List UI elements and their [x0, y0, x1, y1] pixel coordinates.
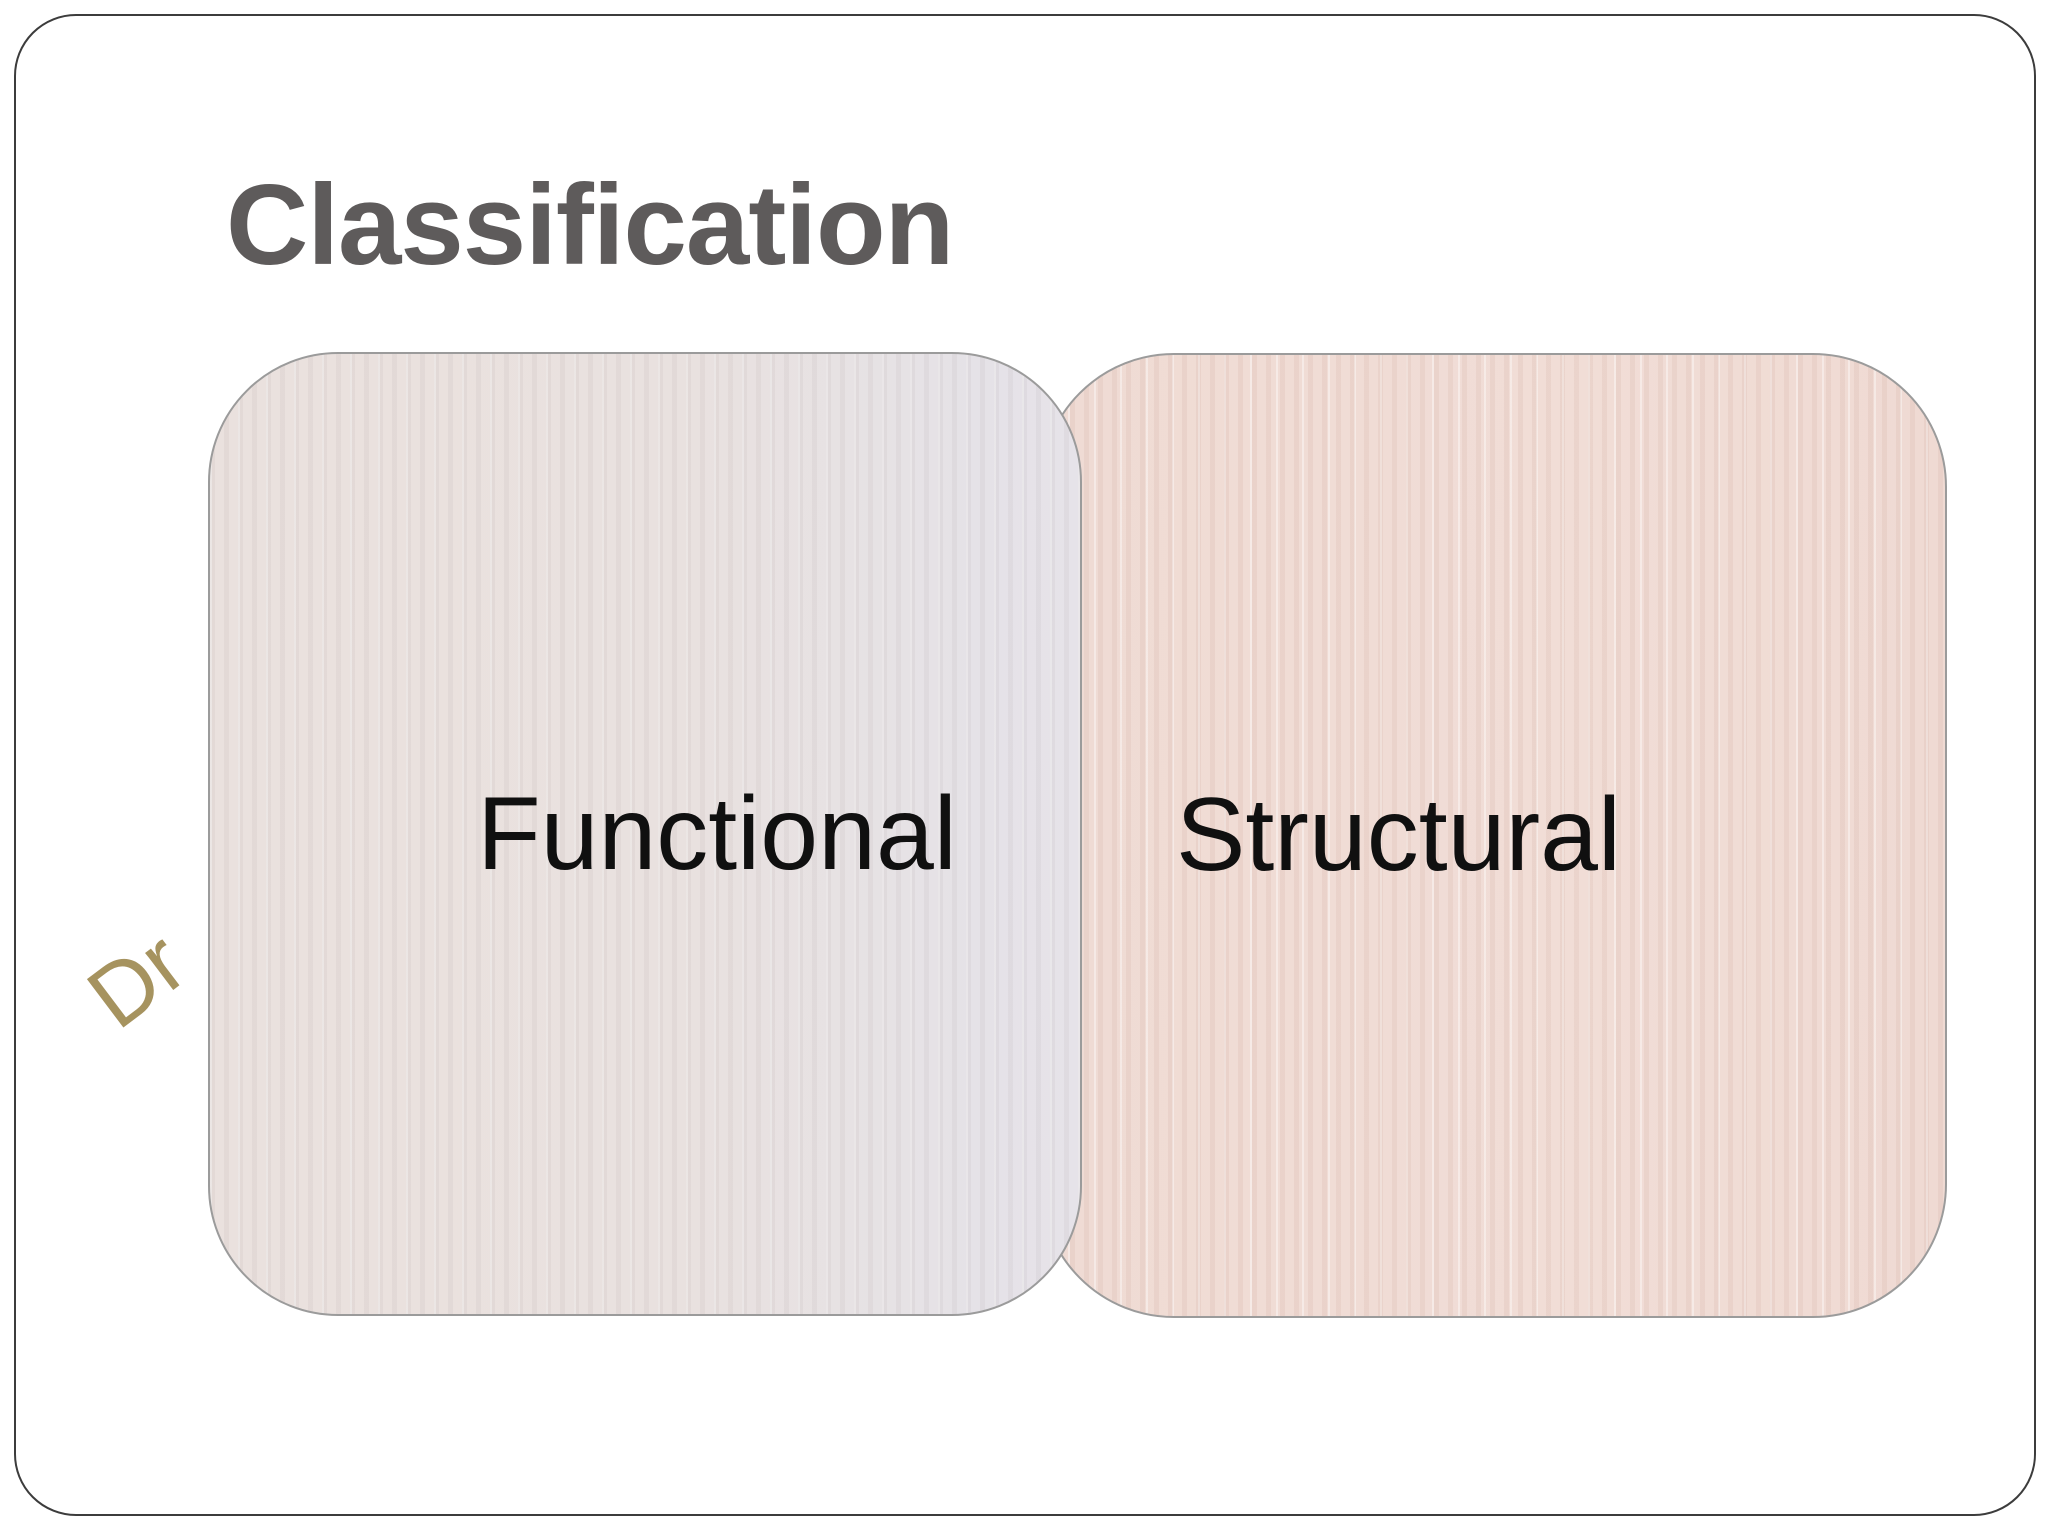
structural-box-label: Structural — [1175, 777, 1622, 894]
structural-box: Structural — [1040, 353, 1947, 1318]
functional-box-label: Functional — [477, 775, 957, 892]
watermark-text: Dr — [69, 912, 204, 1047]
slide-title: Classification — [226, 162, 954, 289]
functional-box: Functional — [208, 352, 1082, 1316]
